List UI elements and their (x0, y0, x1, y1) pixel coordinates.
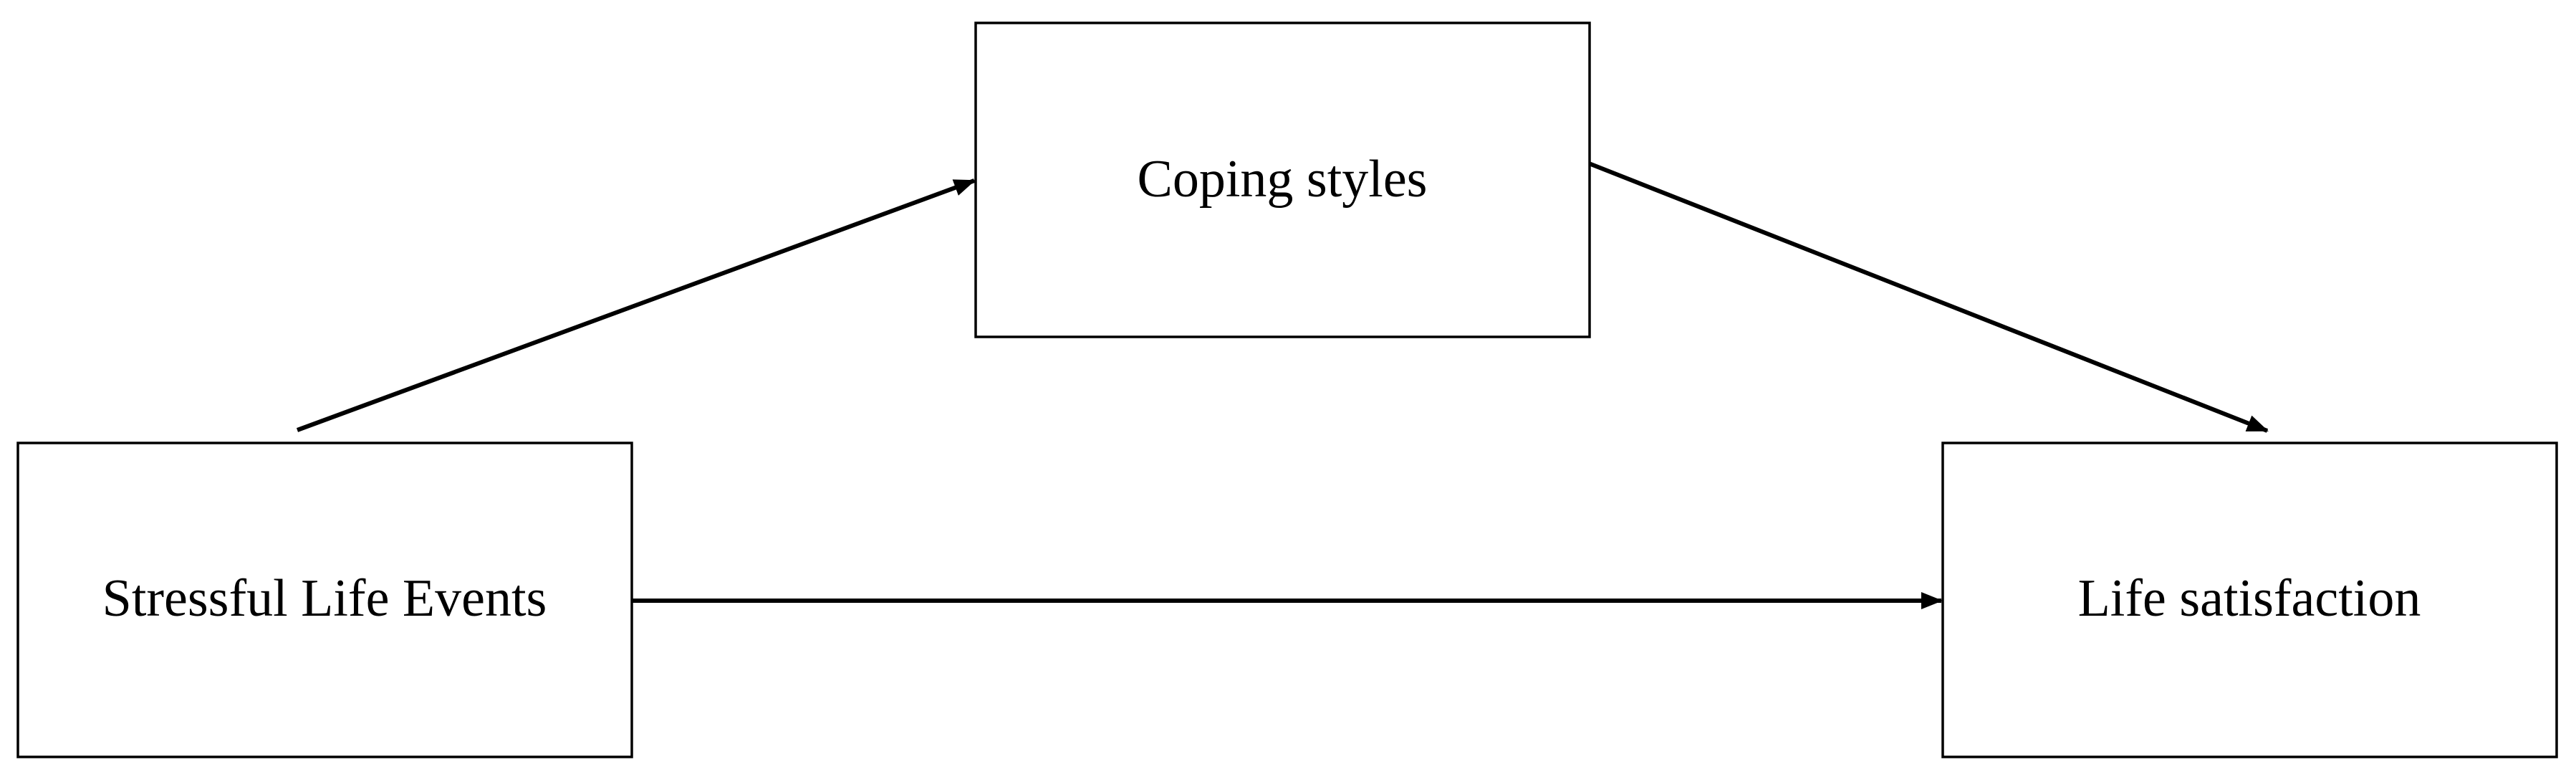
node-label-coping-styles: Coping styles (1138, 150, 1428, 209)
node-stressful-life-events: Stressful Life Events (16, 442, 633, 758)
node-box-coping-styles (974, 22, 1591, 338)
node-coping-styles: Coping styles (974, 22, 1591, 338)
arrow-mediator-to-outcome (1580, 158, 2269, 433)
node-label-life-satisfaction: Life satisfaction (2078, 569, 2421, 628)
node-box-stressful-life-events (16, 442, 633, 758)
arrow-predictor-to-mediator (296, 178, 976, 432)
node-label-stressful-life-events: Stressful Life Events (102, 569, 547, 628)
node-life-satisfaction: Life satisfaction (1941, 442, 2558, 758)
node-box-life-satisfaction (1941, 442, 2558, 758)
